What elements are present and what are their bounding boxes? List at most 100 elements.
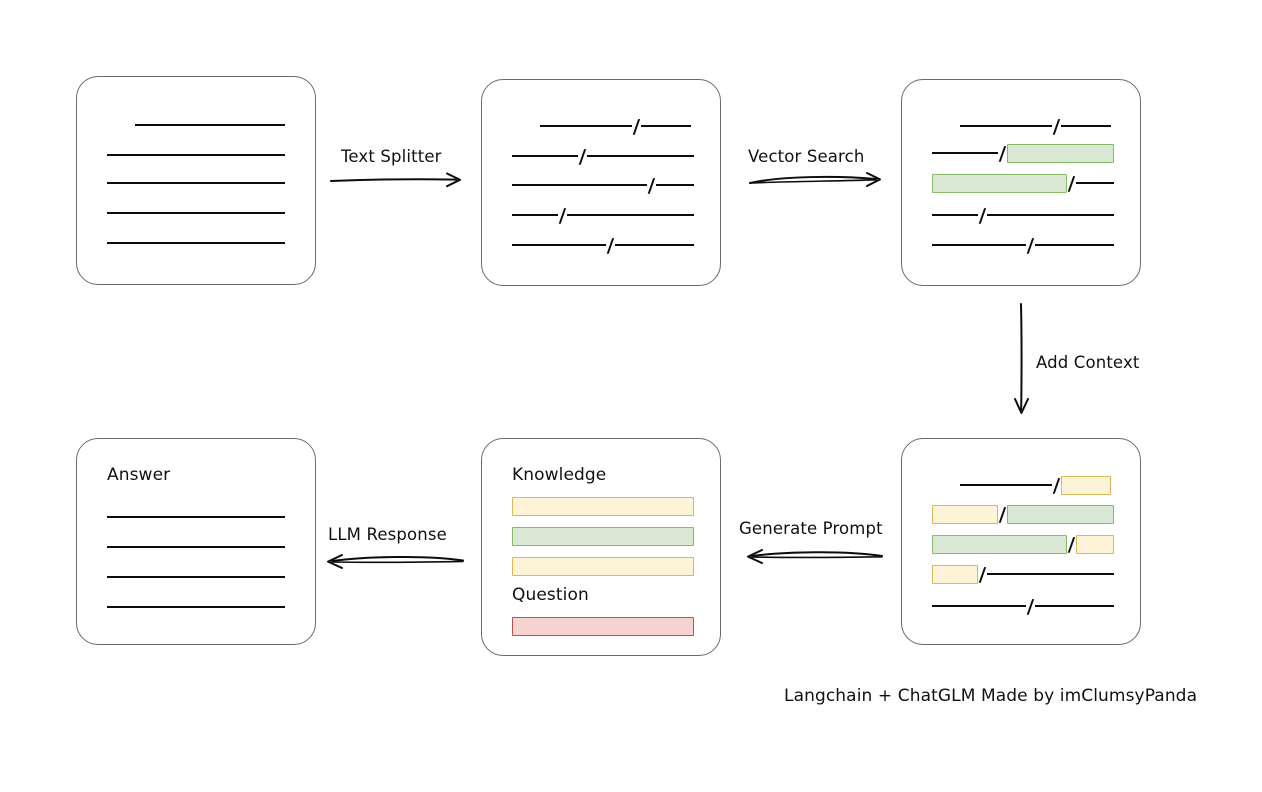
doc-line xyxy=(107,233,285,253)
context-chunk-highlight xyxy=(1075,534,1114,554)
chunk-separator: / xyxy=(647,174,656,197)
knowledge-bar xyxy=(512,497,694,516)
text-line-segment xyxy=(512,155,578,157)
doc-line xyxy=(107,173,285,193)
text-line-segment xyxy=(107,606,285,608)
chunk-separator: / xyxy=(558,204,567,227)
doc-line: / xyxy=(932,204,1114,227)
doc-line: / xyxy=(932,595,1114,618)
arrow-add-context xyxy=(1014,303,1029,414)
edge-label-vector-search: Vector Search xyxy=(748,147,865,166)
text-line-segment xyxy=(586,155,694,157)
matched-chunk-highlight xyxy=(1006,143,1114,163)
box-source-document[interactable] xyxy=(76,76,316,285)
matched-chunk-highlight xyxy=(932,173,1067,193)
text-line-segment xyxy=(107,182,285,184)
question-label: Question xyxy=(512,585,589,605)
text-line-segment xyxy=(932,605,1026,607)
edge-label-add-context: Add Context xyxy=(1036,353,1140,372)
doc-line: / xyxy=(512,234,694,257)
doc-line xyxy=(135,115,285,135)
answer-line xyxy=(107,597,285,617)
text-line-segment xyxy=(107,212,285,214)
text-line-segment xyxy=(655,184,694,186)
text-line-segment xyxy=(932,152,998,154)
context-chunk-highlight xyxy=(1060,475,1111,495)
text-line-segment xyxy=(512,214,558,216)
text-line-segment xyxy=(932,214,978,216)
doc-line: / xyxy=(512,174,694,197)
arrow-llm-response xyxy=(327,554,464,569)
doc-line: / xyxy=(960,474,1111,497)
chunk-separator: / xyxy=(1067,172,1076,195)
footer-credit: Langchain + ChatGLM Made by imClumsyPand… xyxy=(784,686,1198,706)
box-prompt[interactable]: Knowledge Question xyxy=(481,438,721,656)
text-line-segment xyxy=(1060,125,1111,127)
doc-line: / xyxy=(960,115,1111,138)
doc-line: / xyxy=(512,204,694,227)
context-chunk-highlight xyxy=(932,504,998,524)
edge-label-text-splitter: Text Splitter xyxy=(341,147,442,166)
knowledge-bar xyxy=(512,557,694,576)
doc-line: / xyxy=(932,172,1114,195)
text-line-segment xyxy=(960,125,1052,127)
knowledge-bar xyxy=(512,527,694,546)
text-line-segment xyxy=(960,484,1052,486)
doc-line: / xyxy=(932,503,1114,526)
box-split-chunks[interactable]: / / / / / xyxy=(481,79,721,286)
text-line-segment xyxy=(512,184,647,186)
text-line-segment xyxy=(512,244,606,246)
arrow-vector-search xyxy=(749,172,881,187)
doc-line: / xyxy=(932,533,1114,556)
context-chunk-highlight xyxy=(932,564,978,584)
chunk-separator: / xyxy=(998,503,1007,526)
chunk-separator: / xyxy=(606,234,615,257)
chunk-separator: / xyxy=(1052,474,1061,497)
text-line-segment xyxy=(1034,244,1114,246)
chunk-separator: / xyxy=(978,204,987,227)
answer-label: Answer xyxy=(107,465,171,485)
chunk-separator: / xyxy=(1026,595,1035,618)
doc-line: / xyxy=(932,564,1114,586)
matched-chunk-highlight xyxy=(1006,504,1114,524)
text-line-segment xyxy=(107,576,285,578)
doc-line: / xyxy=(540,115,691,138)
chunk-separator: / xyxy=(632,115,641,138)
doc-line xyxy=(107,145,285,165)
text-line-segment xyxy=(1075,182,1114,184)
arrow-generate-prompt xyxy=(747,549,883,564)
box-matched-chunks[interactable]: / / / / / xyxy=(901,79,1141,286)
text-line-segment xyxy=(1034,605,1114,607)
matched-chunk-highlight xyxy=(932,534,1067,554)
edge-label-llm-response: LLM Response xyxy=(328,525,447,544)
text-line-segment xyxy=(107,242,285,244)
box-context-chunks[interactable]: / / / / / xyxy=(901,438,1141,645)
text-line-segment xyxy=(566,214,694,216)
chunk-separator: / xyxy=(1052,115,1061,138)
box-answer[interactable]: Answer xyxy=(76,438,316,645)
answer-line xyxy=(107,537,285,557)
doc-line: / xyxy=(932,234,1114,257)
chunk-separator: / xyxy=(578,145,587,168)
text-line-segment xyxy=(135,124,285,126)
text-line-segment xyxy=(614,244,694,246)
edge-label-generate-prompt: Generate Prompt xyxy=(739,519,883,538)
text-line-segment xyxy=(986,214,1114,216)
text-line-segment xyxy=(540,125,632,127)
chunk-separator: / xyxy=(1067,533,1076,556)
doc-line xyxy=(107,203,285,223)
chunk-separator: / xyxy=(1026,234,1035,257)
text-line-segment xyxy=(932,244,1026,246)
doc-line: / xyxy=(512,145,694,168)
text-line-segment xyxy=(107,546,285,548)
knowledge-label: Knowledge xyxy=(512,465,607,485)
arrow-text-splitter xyxy=(330,172,461,188)
text-line-segment xyxy=(107,154,285,156)
question-bar xyxy=(512,617,694,636)
doc-line: / xyxy=(932,142,1114,165)
answer-line xyxy=(107,567,285,587)
text-line-segment xyxy=(986,573,1114,575)
chunk-separator: / xyxy=(998,142,1007,165)
text-line-segment xyxy=(107,516,285,518)
